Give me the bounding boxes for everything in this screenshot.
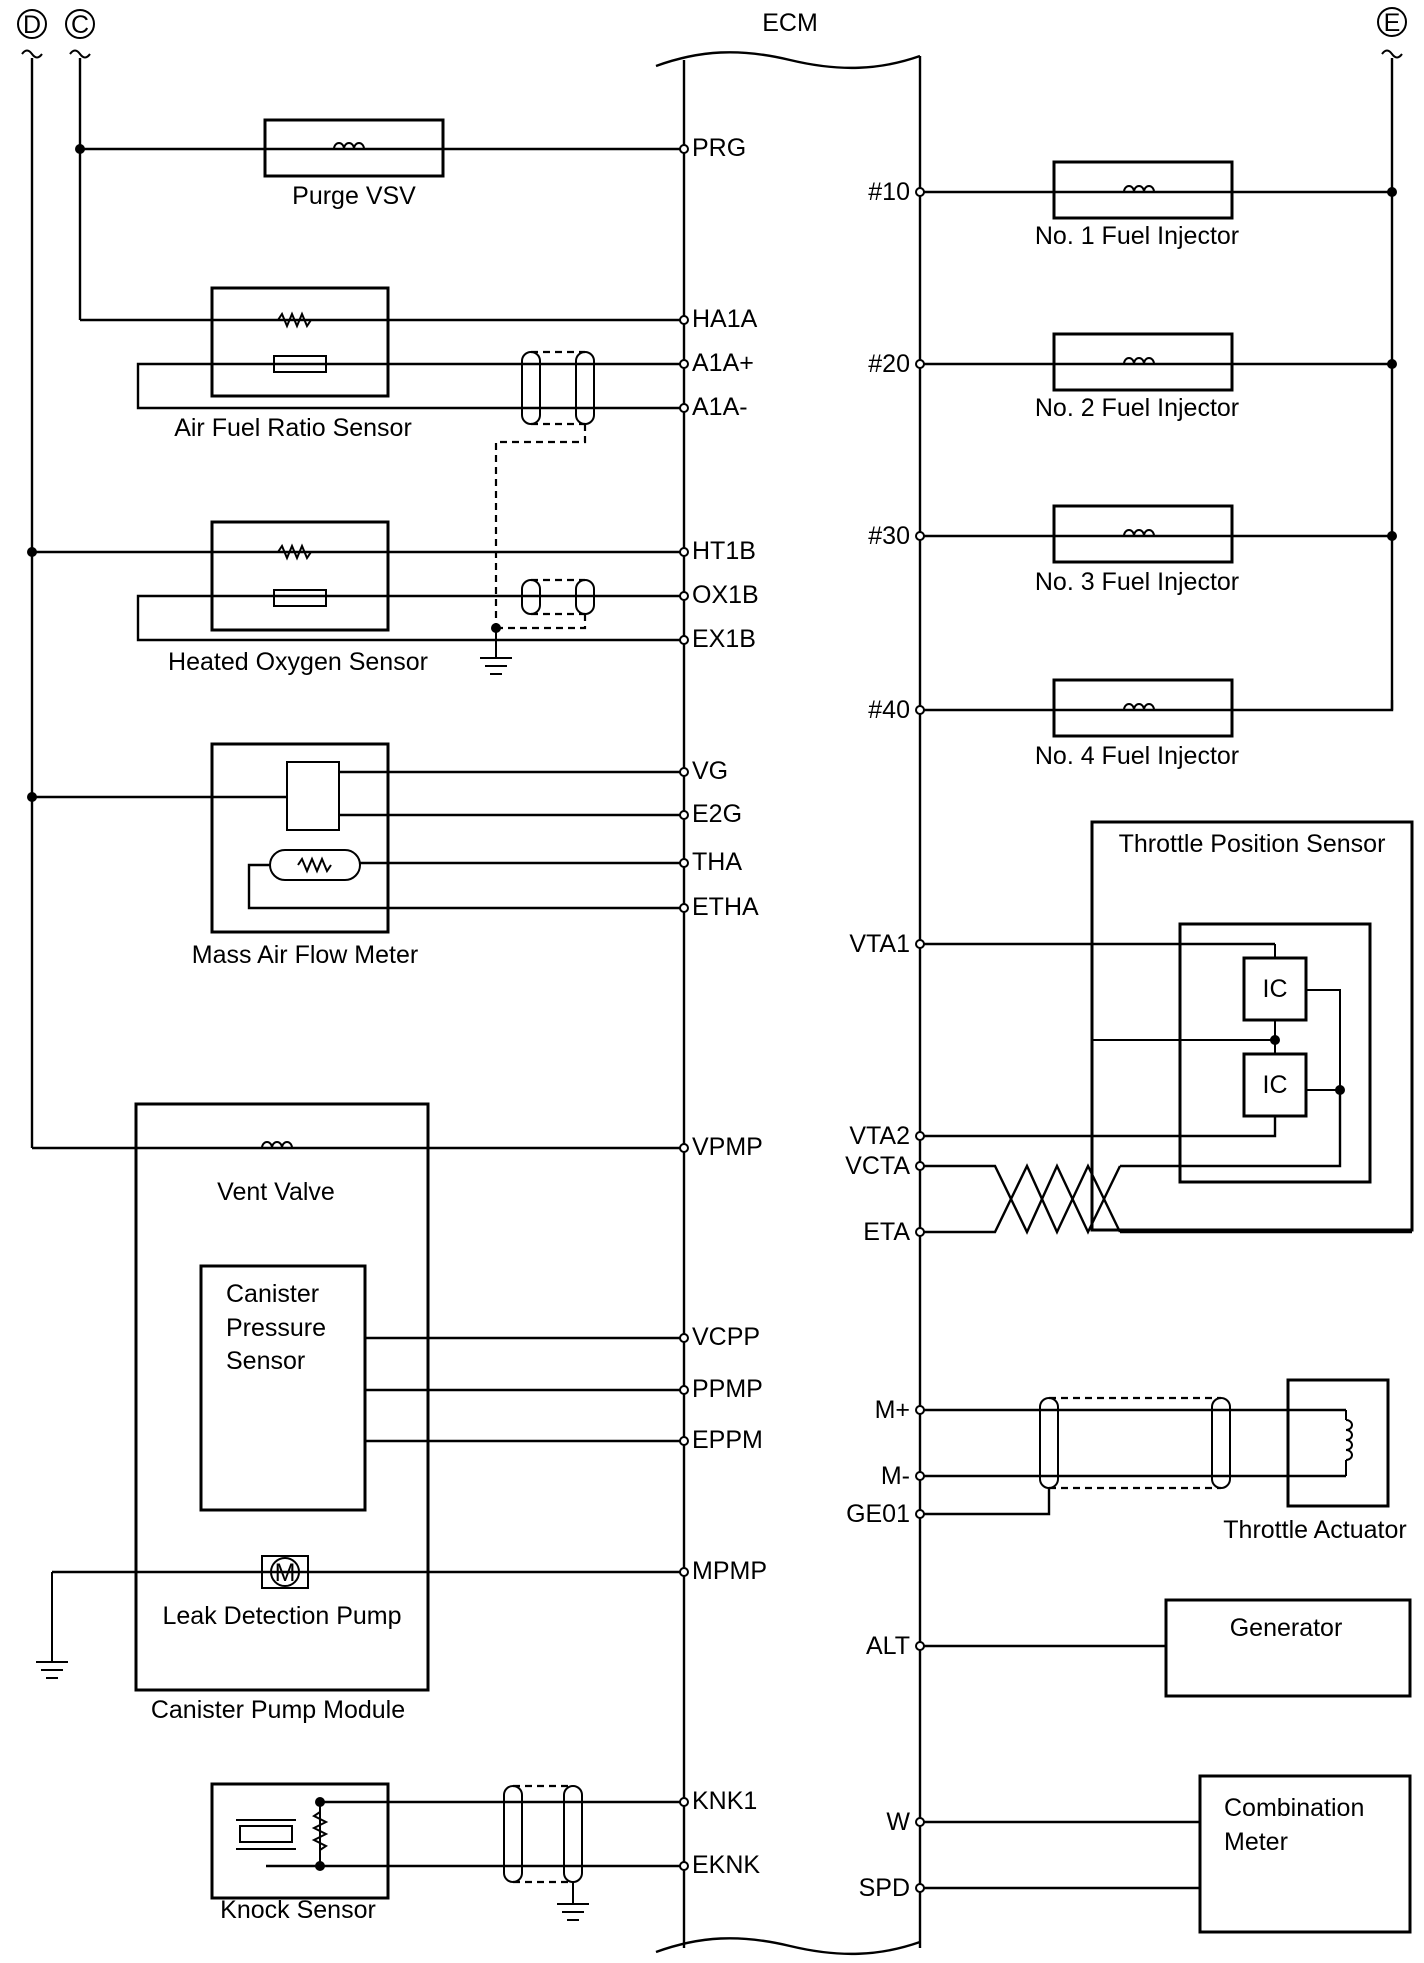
pin-a1a-plus: A1A+ (692, 349, 754, 377)
pin-vcta: VCTA (845, 1152, 910, 1180)
pin-eta: ETA (863, 1218, 910, 1246)
combination-meter: Combination Meter (920, 1774, 1412, 1934)
pin-ht1b: HT1B (692, 537, 756, 565)
pin-ex1b: EX1B (692, 625, 756, 653)
connector-e: E (1377, 7, 1407, 59)
pin-spd: SPD (859, 1874, 910, 1902)
canister-sensor-line-3: Sensor (226, 1347, 305, 1375)
motor-icon (270, 1557, 300, 1587)
pin-e2g: E2G (692, 800, 742, 828)
connector-e-label: E (1384, 9, 1401, 37)
connector-d: D (17, 9, 47, 59)
ecm-block: ECM (655, 9, 922, 1956)
motor-symbol: M (275, 1559, 296, 1587)
left-pins: PRG HA1A A1A+ A1A- HT1B OX1B EX1B VG E2G… (679, 134, 767, 1879)
connector-c-label: C (71, 11, 89, 39)
ecm-title: ECM (762, 9, 818, 37)
injector-4-label: No. 4 Fuel Injector (1035, 742, 1239, 770)
pin-tha: THA (692, 848, 742, 876)
canister-pump-module: Vent Valve Canister Pressure Sensor M Le… (32, 1102, 684, 1724)
ic-1-label: IC (1263, 975, 1288, 1003)
pin-10: #10 (868, 178, 910, 206)
pin-vcpp: VCPP (692, 1323, 760, 1351)
pin-ppmp: PPMP (692, 1375, 763, 1403)
generator: Generator (920, 1598, 1412, 1698)
pin-a1a-minus: A1A- (692, 393, 748, 421)
injector-2-label: No. 2 Fuel Injector (1035, 394, 1239, 422)
pin-eppm: EPPM (692, 1426, 763, 1454)
pin-ox1b: OX1B (692, 581, 759, 609)
pin-m-plus: M+ (875, 1396, 910, 1424)
maf-meter: Mass Air Flow Meter (27, 742, 684, 969)
pin-vpmp: VPMP (692, 1133, 763, 1161)
ic-2-label: IC (1263, 1071, 1288, 1099)
connector-d-label: D (23, 11, 41, 39)
pin-alt: ALT (866, 1632, 910, 1660)
combination-meter-line-1: Combination (1224, 1794, 1364, 1822)
fuel-injectors: No. 1 Fuel Injector No. 2 Fuel Injector … (920, 160, 1397, 770)
pin-vta1: VTA1 (849, 930, 910, 958)
connector-c: C (65, 9, 95, 59)
pin-ge01: GE01 (846, 1500, 910, 1528)
injector-4: No. 4 Fuel Injector (920, 678, 1394, 770)
af-sensor-label: Air Fuel Ratio Sensor (174, 414, 412, 442)
pin-30: #30 (868, 522, 910, 550)
canister-sensor-line-2: Pressure (226, 1314, 326, 1342)
pin-etha: ETHA (692, 893, 759, 921)
injector-2: No. 2 Fuel Injector (920, 332, 1397, 422)
pin-eknk: EKNK (692, 1851, 760, 1879)
throttle-actuator-label: Throttle Actuator (1223, 1516, 1406, 1544)
injector-1-label: No. 1 Fuel Injector (1035, 222, 1239, 250)
purge-vsv-label: Purge VSV (292, 182, 416, 210)
maf-meter-label: Mass Air Flow Meter (192, 941, 418, 969)
af-sensor: Air Fuel Ratio Sensor (80, 286, 684, 632)
canister-module-label: Canister Pump Module (151, 1696, 405, 1724)
purge-vsv: Purge VSV (75, 118, 684, 210)
generator-label: Generator (1230, 1614, 1343, 1642)
throttle-position-sensor: Throttle Position Sensor IC IC (920, 820, 1414, 1235)
injector-3: No. 3 Fuel Injector (920, 504, 1397, 596)
pin-w: W (886, 1808, 910, 1836)
pin-prg: PRG (692, 134, 746, 162)
pin-ha1a: HA1A (692, 305, 758, 333)
canister-sensor-line-1: Canister (226, 1280, 319, 1308)
pin-vta2: VTA2 (849, 1122, 910, 1150)
pin-20: #20 (868, 350, 910, 378)
pin-40: #40 (868, 696, 910, 724)
injector-3-label: No. 3 Fuel Injector (1035, 568, 1239, 596)
throttle-actuator: Throttle Actuator (920, 1378, 1407, 1544)
combination-meter-line-2: Meter (1224, 1828, 1288, 1856)
pin-knk1: KNK1 (692, 1787, 757, 1815)
ho2-sensor-label: Heated Oxygen Sensor (168, 648, 428, 676)
pin-mpmp: MPMP (692, 1557, 767, 1585)
ho2-sensor: Heated Oxygen Sensor (27, 520, 684, 676)
right-pins: #10 #20 #30 #40 VTA1 VTA2 VCTA ETA M+ M-… (845, 178, 925, 1902)
pin-vg: VG (692, 757, 728, 785)
knock-sensor-label: Knock Sensor (220, 1896, 376, 1924)
tps-label: Throttle Position Sensor (1119, 830, 1386, 858)
pin-m-minus: M- (881, 1462, 910, 1490)
leak-pump-label: Leak Detection Pump (162, 1602, 401, 1630)
knock-sensor: Knock Sensor (210, 1782, 684, 1924)
vent-valve-label: Vent Valve (217, 1178, 335, 1206)
injector-1: No. 1 Fuel Injector (920, 160, 1397, 250)
